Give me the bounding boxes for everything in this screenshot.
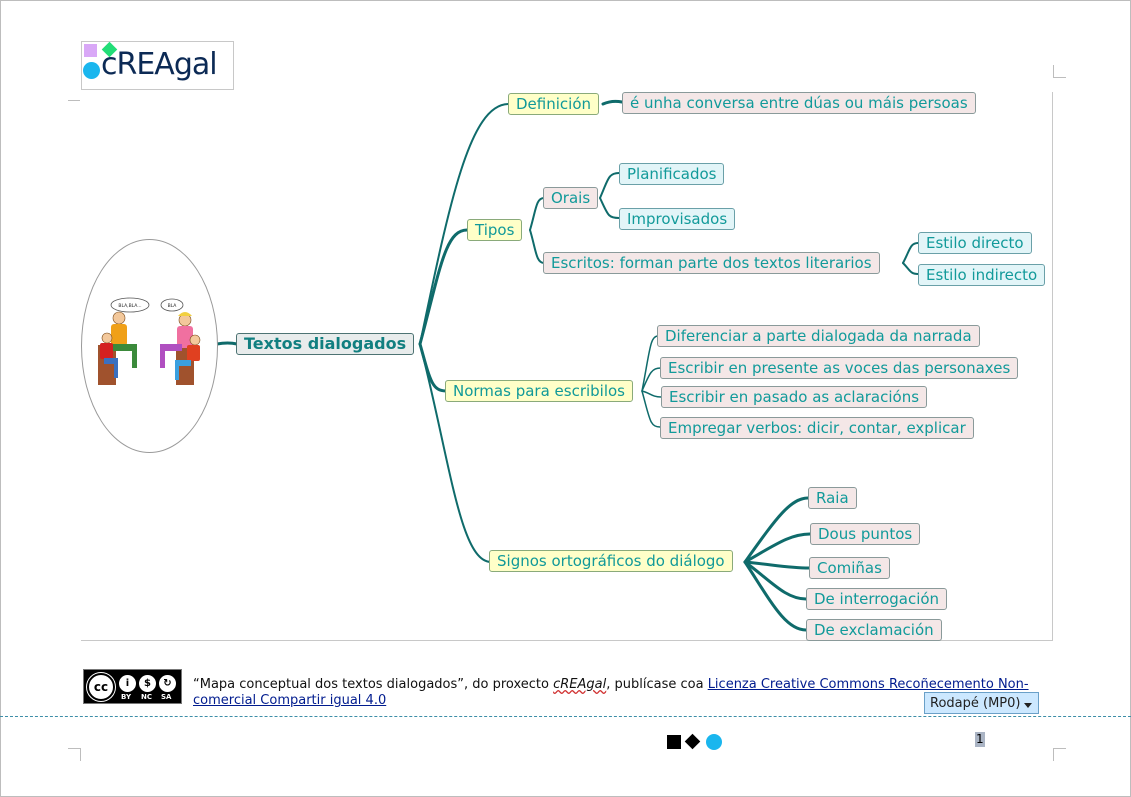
- footer-quote: “Mapa conceptual dos textos dialogados”,…: [193, 677, 554, 692]
- branch-root-signos: [419, 343, 492, 563]
- logo-blue-circle: [83, 62, 100, 79]
- footer-separator: [0, 716, 1131, 717]
- node-normas-4[interactable]: Empregar verbos: dicir, contar, explicar: [660, 417, 974, 439]
- by-label: BY: [121, 693, 132, 701]
- nc-label: NC: [141, 693, 152, 701]
- node-planificados[interactable]: Planificados: [619, 163, 725, 185]
- footer-style-dropdown[interactable]: Rodapé (MP0): [924, 692, 1039, 714]
- node-root[interactable]: Textos dialogados: [236, 333, 415, 355]
- node-tipos[interactable]: Tipos: [467, 219, 523, 241]
- sa-icon: ↻: [158, 674, 177, 693]
- branch-orais-planificados: [599, 172, 620, 199]
- branch-illustration-root: [215, 341, 239, 346]
- node-dous-puntos[interactable]: Dous puntos: [810, 523, 921, 545]
- branch-normas-3: [641, 390, 662, 398]
- sa-label: SA: [161, 693, 172, 701]
- branch-escritos-indirecto: [902, 262, 919, 275]
- node-interrogacion[interactable]: De interrogación: [806, 588, 948, 610]
- branch-signos-cominas: [743, 560, 811, 570]
- people-talking-icon: BLA,BLA... BLA: [98, 297, 201, 385]
- branch-root-tipos: [418, 228, 469, 346]
- node-normas-1[interactable]: Diferenciar a parte dialogada da narrada: [657, 325, 980, 347]
- by-icon: i: [118, 674, 137, 693]
- logo-purple-square: [84, 44, 97, 57]
- node-estilo-directo[interactable]: Estilo directo: [918, 232, 1032, 254]
- bubble-text-2: BLA: [168, 303, 178, 309]
- node-signos[interactable]: Signos ortográficos do diálogo: [489, 550, 733, 572]
- footer-middle: , publícase coa: [606, 677, 708, 692]
- node-raia[interactable]: Raia: [808, 487, 857, 509]
- branch-root-definicion: [419, 103, 509, 345]
- creagal-logo[interactable]: cREAgal: [81, 41, 234, 90]
- node-orais[interactable]: Orais: [543, 187, 599, 209]
- branch-signos-raia: [743, 496, 810, 564]
- margin-corner-bottom-right: [1053, 748, 1066, 761]
- branch-signos-interrogacion: [743, 560, 808, 601]
- branch-signos-exclamacion: [743, 560, 808, 632]
- footer-project-name: cREAgal: [553, 677, 607, 692]
- cc-icon: cc: [87, 673, 115, 701]
- footer-attribution: “Mapa conceptual dos textos dialogados”,…: [193, 677, 1063, 709]
- chevron-down-icon: [1024, 703, 1032, 708]
- footer-style-label: Rodapé (MP0): [930, 696, 1021, 711]
- node-definicion[interactable]: Definición: [508, 93, 599, 115]
- margin-corner-top-right: [1053, 65, 1066, 78]
- branch-orais-improvisados: [599, 197, 620, 219]
- branch-tipos-escritos: [529, 229, 545, 264]
- page-number-field[interactable]: 1: [975, 732, 985, 747]
- margin-corner-bottom-left: [68, 748, 81, 761]
- branch-normas-4: [641, 390, 661, 428]
- node-normas[interactable]: Normas para escribilos: [445, 380, 634, 402]
- node-estilo-indirecto[interactable]: Estilo indirecto: [918, 264, 1046, 286]
- license-link[interactable]: Licenza Creative Commons Recoñecemento N…: [193, 677, 1029, 708]
- cc-license-badge[interactable]: cc i $ ↻ BY NC SA: [83, 669, 182, 704]
- node-normas-3[interactable]: Escribir en pasado as aclaracións: [661, 386, 928, 408]
- branch-signos-dous-puntos: [743, 532, 812, 564]
- logo-text: cREAgal: [101, 47, 218, 82]
- conversation-illustration[interactable]: BLA,BLA... BLA: [81, 239, 218, 453]
- branch-tipos-orais: [529, 197, 545, 231]
- nc-icon: $: [138, 674, 157, 693]
- node-normas-2[interactable]: Escribir en presente as voces das person…: [660, 357, 1019, 379]
- node-cominas[interactable]: Comiñas: [809, 557, 890, 579]
- branch-definicion-child: [601, 99, 624, 106]
- mindmap-frame[interactable]: [81, 92, 1053, 641]
- branch-normas-2: [641, 367, 662, 392]
- branch-normas-1: [641, 335, 659, 392]
- branch-escritos-directo: [902, 242, 919, 264]
- margin-corner-top-left: [68, 100, 80, 102]
- node-definicion-detail[interactable]: é unha conversa entre dúas ou máis perso…: [622, 92, 976, 114]
- branch-root-normas: [418, 342, 448, 393]
- creagal-shapes-icon: [667, 733, 722, 750]
- bubble-text-1: BLA,BLA...: [118, 303, 141, 309]
- node-escritos[interactable]: Escritos: forman parte dos textos litera…: [543, 252, 880, 274]
- node-exclamacion[interactable]: De exclamación: [806, 619, 942, 641]
- node-improvisados[interactable]: Improvisados: [619, 208, 736, 230]
